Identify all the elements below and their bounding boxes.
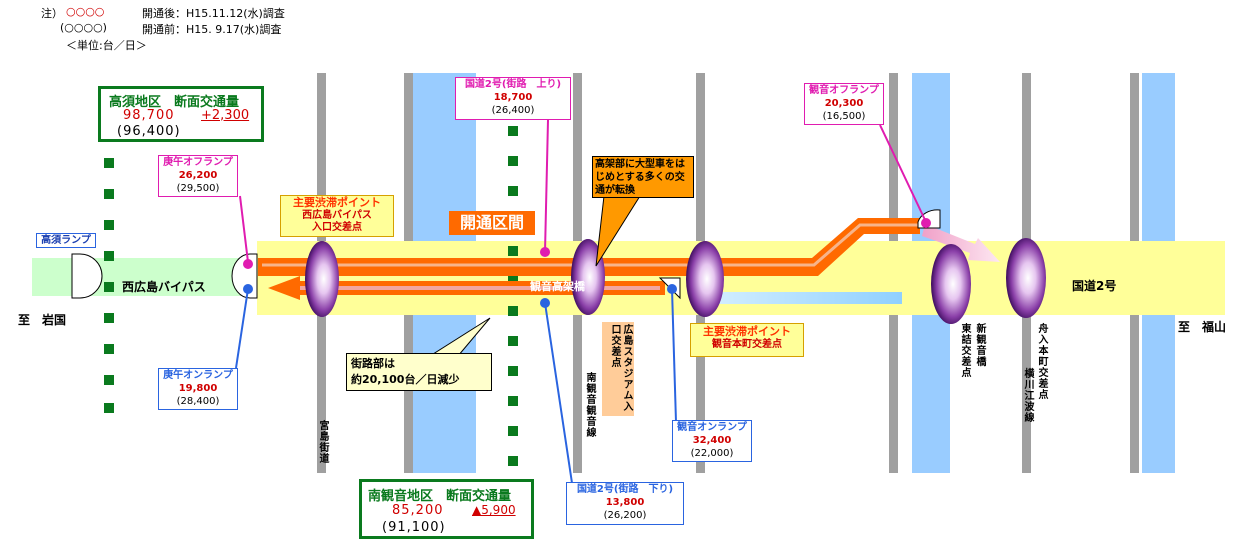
- takasu-diff-value: +2,300: [201, 108, 250, 123]
- takasu-after-value: 98,700: [123, 108, 175, 123]
- after-legend-marks: ○○○○: [66, 5, 105, 18]
- minami-kannon-before-value: (91,100): [382, 520, 446, 535]
- note-prefix: 注）: [41, 7, 63, 20]
- kannon-off-ramp-box: 観音オフランプ 20,300 (16,500): [804, 83, 884, 125]
- minami-kannon-section-box: 南観音地区 断面交通量 85,200 ▲5,900 (91,100): [359, 479, 534, 539]
- route2-label: 国道2号: [1072, 279, 1117, 293]
- koi-off-leader: [239, 195, 249, 263]
- miyajima-road-label: 宮島街道: [317, 420, 328, 464]
- main-point-2-title: 主要渋滞ポイント: [703, 325, 791, 338]
- route2-up-leader: [544, 119, 549, 253]
- minami-kannon-after-value: 85,200: [392, 503, 444, 518]
- kannon-off-ramp-before: (16,500): [822, 111, 866, 122]
- kannon-on-ramp-box: 観音オンランプ 32,400 (22,000): [672, 420, 752, 462]
- bridge-disc-5: [1006, 238, 1046, 318]
- to-fukuyama-label: 至 福山: [1178, 320, 1227, 334]
- takasu-ramp-shape: [71, 253, 103, 299]
- main-point-1-title: 主要渋滞ポイント: [293, 196, 381, 209]
- elevated-outbound-stripe: [262, 223, 920, 267]
- route2-up-after: 18,700: [493, 92, 533, 103]
- elevated-note-callout: 高架部に大型車をはじめとする多くの交通が転換: [592, 156, 694, 198]
- kannon-on-ramp-name: 観音オンランプ: [677, 422, 747, 433]
- after-legend-text: 開通後：H15.11.12(水)調査: [142, 7, 285, 20]
- minami-kannon-diff-value: ▲5,900: [472, 503, 516, 517]
- koi-on-ramp-before: (28,400): [176, 396, 220, 407]
- route2-down-box: 国道2号(街路 下り) 13,800 (26,200): [566, 482, 684, 525]
- route2-up-name: 国道2号(街路 上り): [464, 79, 562, 90]
- main-point-1-sub2: 入口交差点: [312, 222, 362, 233]
- koi-on-leader: [235, 288, 249, 369]
- takasu-section-box: 高須地区 断面交通量 98,700 +2,300 (96,400): [98, 86, 264, 142]
- route2-up-before: (26,400): [491, 105, 535, 116]
- to-iwakuni-label: 至 岩国: [18, 313, 67, 327]
- street-blue-lane: [700, 292, 902, 304]
- route2-down-before: (26,200): [603, 510, 647, 521]
- nishi-bypass-label: 西広島バイパス: [122, 280, 206, 294]
- kannon-on-leader: [671, 288, 677, 423]
- shin-kannon-bridge-label: 新観音橋: [974, 323, 985, 367]
- route2-pink-arrow: [922, 224, 1000, 262]
- bridge-disc-4: [931, 244, 971, 324]
- takasu-band: [32, 258, 257, 296]
- route2-down-leader: [544, 302, 573, 484]
- main-point-2-callout: 主要渋滞ポイント 観音本町交差点: [690, 323, 804, 357]
- opened-section-label: 開通区間: [449, 211, 535, 235]
- street-note-callout: 街路部は 約20,100台／日減少: [346, 353, 492, 391]
- koi-off-ramp-before: (29,500): [176, 183, 220, 194]
- unit-note: ＜単位:台／日＞: [66, 39, 147, 52]
- takasu-section-title: 高須地区 断面交通量: [109, 95, 240, 110]
- main-point-2-sub1: 観音本町交差点: [712, 339, 782, 350]
- main-point-1-sub1: 西広島バイパス: [302, 210, 372, 221]
- kannon-bridge-label: 観音高架橋: [530, 280, 585, 293]
- funairi-intersection-label: 舟入本町交差点: [1036, 323, 1047, 400]
- minami-kannon-section-title: 南観音地区 断面交通量: [368, 489, 512, 504]
- elevated-outbound-arrow: [258, 218, 920, 276]
- street-note-line2: 約20,100台／日減少: [351, 373, 460, 386]
- street-note-line1: 街路部は: [351, 357, 395, 370]
- route2-down-name: 国道2号(街路 下り): [576, 484, 674, 495]
- kannon-on-ramp-before: (22,000): [690, 448, 734, 459]
- koi-off-ramp-name: 庚午オフランプ: [163, 157, 233, 168]
- kannon-on-ramp-after: 32,400: [692, 435, 732, 446]
- kannon-off-leader: [879, 124, 927, 223]
- route2-down-after: 13,800: [605, 497, 645, 508]
- kannon-off-ramp-name: 観音オフランプ: [809, 85, 879, 96]
- koi-off-ramp-after: 26,200: [178, 170, 218, 181]
- before-legend-text: 開通前：H15. 9.17(水)調査: [142, 23, 282, 36]
- takasu-ramp-label: 高須ランプ: [36, 233, 96, 248]
- minami-kannon-line-label: 南観音観音線: [584, 372, 595, 438]
- koi-on-ramp-name: 庚午オンランプ: [163, 370, 233, 381]
- bridge-disc-1: [305, 241, 339, 317]
- bridge-disc-3: [686, 241, 724, 317]
- koi-off-ramp-box: 庚午オフランプ 26,200 (29,500): [158, 155, 238, 197]
- eba-line-label: 横川江波線: [1022, 368, 1033, 423]
- before-legend-marks: (○○○○): [60, 21, 107, 34]
- higashi-kotsume-label: 東詰交差点: [959, 323, 970, 378]
- koi-on-ramp-box: 庚午オンランプ 19,800 (28,400): [158, 368, 238, 410]
- route2-up-box: 国道2号(街路 上り) 18,700 (26,400): [455, 77, 571, 120]
- koi-on-ramp-after: 19,800: [178, 383, 218, 394]
- takasu-before-value: (96,400): [117, 124, 181, 139]
- kannon-off-ramp-after: 20,300: [824, 98, 864, 109]
- stadium-intersection-label: 広島スタジアム入口交差点: [602, 322, 634, 416]
- main-point-1-callout: 主要渋滞ポイント 西広島バイパス 入口交差点: [280, 195, 394, 237]
